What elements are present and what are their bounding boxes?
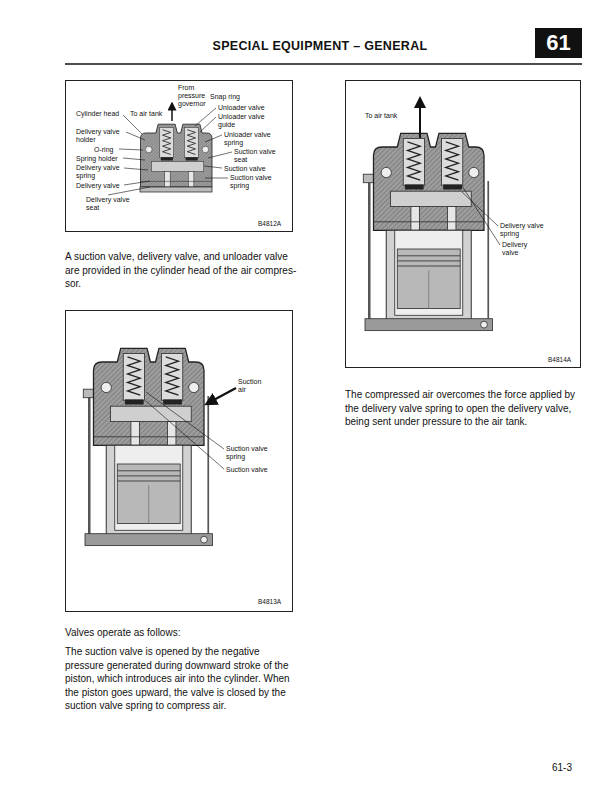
leader-line [108, 108, 232, 195]
leader-line [462, 186, 500, 245]
figure-number: B4814A [548, 356, 571, 364]
header-rule [65, 64, 582, 65]
part-label: Delivery valve seat [86, 196, 134, 212]
part-label: From pressure governor [178, 84, 214, 108]
valve-cutaway-figure [140, 187, 212, 192]
part-label: Suction valve spring [226, 445, 278, 461]
section-tab: 61 [535, 28, 582, 58]
leader-line [119, 149, 143, 150]
leader-line [123, 158, 145, 160]
part-label: Suction valve seat [234, 148, 286, 164]
part-label: O-ring [94, 146, 113, 154]
leader-line [146, 401, 224, 469]
part-label: Unloader valve [218, 104, 265, 112]
leader-line [195, 108, 216, 126]
leader-line [200, 117, 216, 132]
part-label: Spring holder [76, 155, 118, 163]
part-label: Cylinder head [76, 110, 119, 118]
compressor-figure [83, 348, 212, 545]
leader-line [205, 135, 222, 142]
leader-line [146, 392, 224, 449]
figure-frame: Suction airSuction valve springSuction v… [65, 310, 293, 612]
part-label: Unloader valve guide [218, 113, 270, 129]
part-label: Delivery valve [76, 182, 120, 190]
figure-number: B4813A [258, 598, 281, 606]
leader-line [208, 152, 232, 158]
body-text: A suction valve, delivery valve, and unl… [65, 250, 297, 291]
part-label: To air tank [365, 112, 397, 120]
compressor-figure [363, 133, 492, 330]
part-label: Suction valve [224, 165, 266, 173]
leader-line [462, 192, 498, 226]
part-label: Snap ring [210, 93, 240, 101]
leader-line [205, 178, 228, 179]
valve-cutaway-figure [171, 106, 173, 121]
compressor-figure [419, 102, 421, 138]
page-title: SPECIAL EQUIPMENT – GENERAL [150, 38, 490, 54]
part-label: Unloader valve spring [224, 131, 276, 147]
leader-line [126, 132, 145, 140]
body-text: Valves operate as follows: [65, 626, 180, 640]
section-number: 61 [546, 31, 570, 55]
part-label: Suction air [238, 378, 268, 394]
header-rule [65, 63, 582, 65]
valve-cutaway-figure [141, 124, 213, 187]
leader-line [124, 181, 150, 185]
body-text: The compressed air overcomes the force a… [345, 388, 583, 429]
part-label: Suction valve [226, 466, 268, 474]
figure-frame: To air tankDelivery valve springDelivery… [345, 80, 581, 368]
part-label: Suction valve spring [230, 174, 282, 190]
part-label: To air tank [130, 110, 162, 118]
part-label: Delivery valve spring [500, 222, 550, 238]
page-number: 61-3 [552, 761, 572, 775]
part-label: Delivery valve spring [76, 164, 124, 180]
leader-line [124, 168, 148, 170]
part-label: Delivery valve [502, 241, 542, 257]
leader-line [204, 166, 222, 168]
body-text: The suction valve is opened by the negat… [65, 645, 297, 713]
leader-line [123, 115, 142, 134]
compressor-figure [363, 102, 492, 331]
figure-number: B4812A [258, 220, 281, 228]
leader-line [462, 186, 500, 245]
leader-line [146, 392, 224, 469]
compressor-figure [83, 348, 236, 545]
valve-cutaway-figure [140, 106, 212, 192]
figure-frame: From pressure governorSnap ringCylinder … [65, 80, 293, 232]
part-label: Delivery valve holder [76, 128, 126, 144]
compressor-figure [210, 388, 236, 402]
